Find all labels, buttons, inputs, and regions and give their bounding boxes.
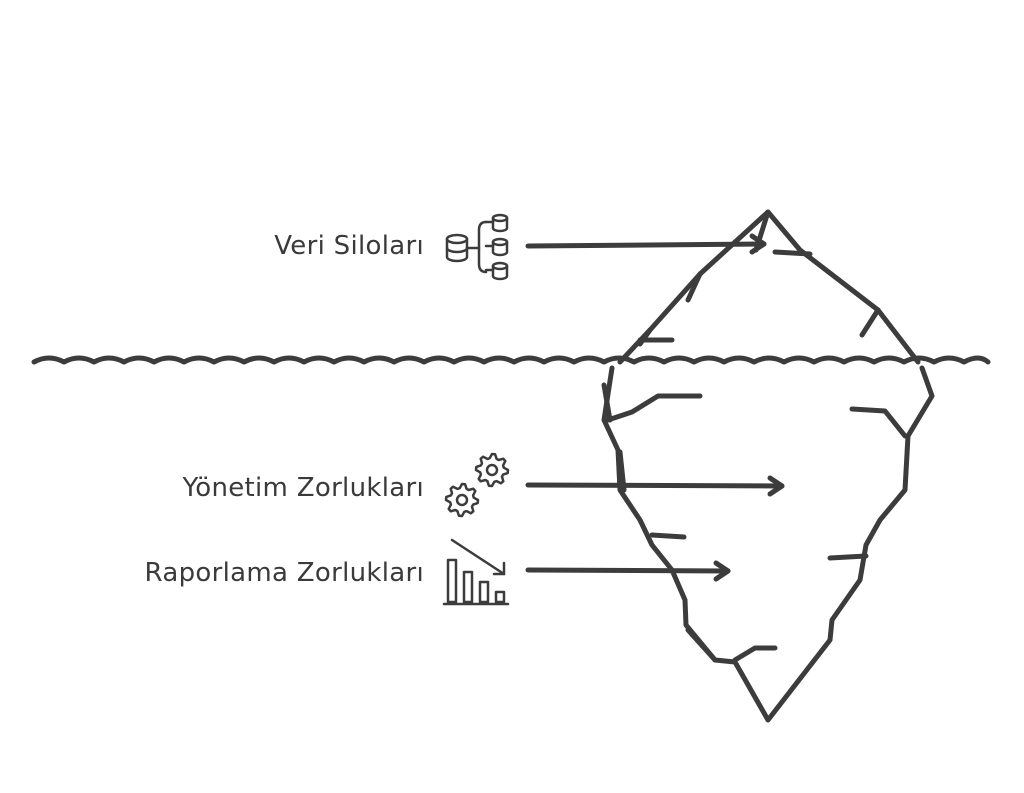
water-line [31, 355, 991, 365]
gears-icon [444, 452, 510, 518]
declining-bar-chart-icon [442, 538, 510, 606]
label-raporlama-zorluklari: Raporlama Zorlukları [144, 558, 424, 588]
arrow-silos [525, 233, 767, 255]
arrow-reporting [525, 560, 731, 582]
iceberg-tip [617, 209, 921, 365]
label-veri-silolari: Veri Siloları [274, 231, 424, 261]
arrow-management [525, 475, 785, 497]
database-silos-icon [445, 213, 509, 281]
iceberg-body [601, 365, 935, 723]
label-yonetim-zorluklari: Yönetim Zorlukları [182, 473, 424, 503]
